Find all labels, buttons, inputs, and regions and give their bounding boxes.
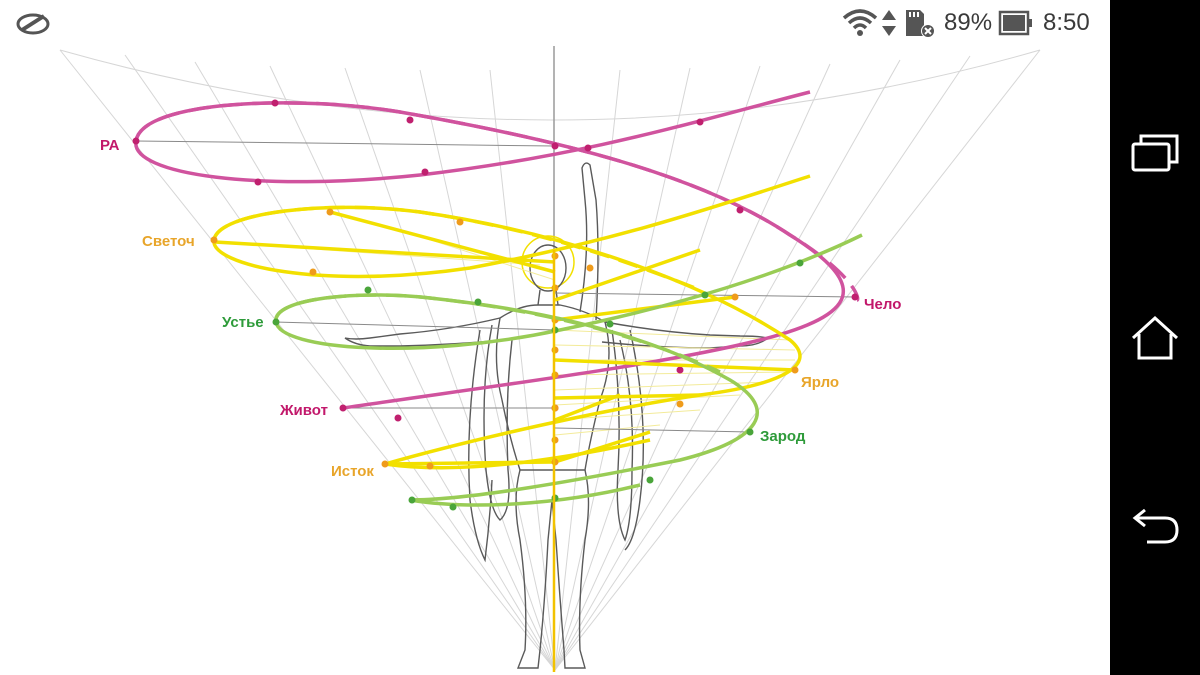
recents-button[interactable] xyxy=(1125,122,1185,182)
label-zarod: Зарод xyxy=(760,428,806,445)
label-istok: Исток xyxy=(331,463,374,480)
label-ra: РА xyxy=(100,137,120,154)
status-bar: 89% 8:50 xyxy=(0,0,1110,48)
spiral-diagram: РА Светоч Устье Чело Ярло Живот Зарод Ис… xyxy=(59,46,1041,672)
battery-percent: 89% xyxy=(944,9,993,36)
label-ustie: Устье xyxy=(222,314,264,331)
sd-card-icon xyxy=(906,10,935,38)
home-icon xyxy=(1131,315,1179,360)
magenta-spiral xyxy=(134,90,860,410)
wifi-icon xyxy=(842,9,878,36)
label-svetoch: Светоч xyxy=(142,233,195,250)
label-yarlo: Ярло xyxy=(801,374,839,391)
green-spiral xyxy=(274,233,863,507)
data-arrows-icon xyxy=(882,10,896,36)
yellow-spiral xyxy=(212,174,811,470)
battery-icon xyxy=(998,10,1032,36)
green-dots xyxy=(272,259,804,511)
back-button[interactable] xyxy=(1125,494,1185,554)
label-chelo: Чело xyxy=(864,296,901,313)
clock: 8:50 xyxy=(1043,9,1090,36)
navigation-bar xyxy=(1110,0,1200,675)
back-icon xyxy=(1132,508,1179,544)
label-zhivot: Живот xyxy=(279,402,328,419)
home-button[interactable] xyxy=(1125,308,1185,368)
app-notification-icon xyxy=(16,13,50,35)
recents-icon xyxy=(1131,134,1179,172)
